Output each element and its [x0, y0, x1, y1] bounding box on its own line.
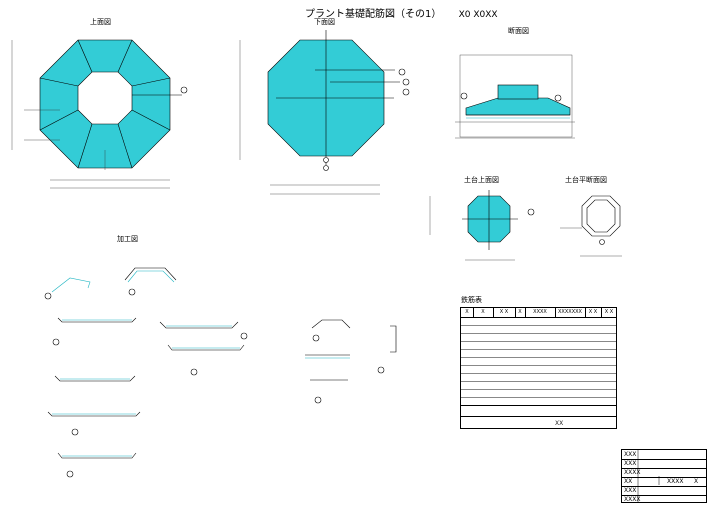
drawing-title: プラント基礎配筋図（その1） X0 X0XX [305, 5, 498, 20]
table-rule [461, 373, 616, 374]
table-rule [461, 317, 616, 318]
top-view [11, 39, 188, 189]
table-rule [461, 365, 616, 366]
table-header: X [461, 308, 474, 317]
titleblock-cell: XXX [624, 487, 637, 494]
table-header: XXXX [525, 308, 556, 317]
table-rule [461, 325, 616, 326]
label-top-view: 上面図 [90, 18, 111, 26]
table-rule [461, 333, 616, 334]
table-header: XXXXXXX [555, 308, 586, 317]
table-rule [461, 389, 616, 390]
titleblock-drawing-number: XXXX [667, 478, 684, 485]
rebar-schedule-table: X X X X X XXXX XXXXXXX X X X X XX [460, 307, 617, 429]
drawing-number: X0 X0XX [458, 10, 498, 20]
section-view [455, 54, 575, 139]
table-header: X [515, 308, 526, 317]
bottom-view [239, 30, 410, 195]
table-header: X X [585, 308, 602, 317]
table-header: X X [604, 309, 614, 315]
label-bottom-view: 下面図 [314, 18, 335, 26]
table-rule [461, 405, 616, 406]
table-rule [461, 397, 616, 398]
titleblock-cell: XXXX [624, 496, 641, 503]
label-process-view: 加工図 [117, 235, 138, 243]
table-total-label: XX [555, 420, 564, 427]
titleblock-cell: XXX [624, 451, 637, 458]
titleblock-sheet: X [694, 478, 699, 485]
process-views [44, 267, 397, 478]
titleblock-cell: XXXX [624, 469, 641, 476]
label-base-top-view: 土台上面図 [464, 176, 499, 184]
base-top-view [429, 190, 535, 261]
label-base-section-view: 土台平断面図 [565, 176, 607, 184]
title-block: XXX XXX XXXX XX XXXX X XXX XXXX [621, 449, 707, 503]
table-header: X X [493, 308, 516, 317]
titleblock-cell: XX [624, 478, 633, 485]
table-rule [461, 416, 616, 417]
table-header: X [473, 308, 494, 317]
base-section-view [560, 195, 622, 257]
titleblock-cell: XXX [624, 460, 637, 467]
table-rule [461, 341, 616, 342]
label-schedule: 鉄筋表 [461, 296, 482, 304]
drawing-title-text: プラント基礎配筋図（その1） [305, 9, 442, 20]
table-rule [461, 357, 616, 358]
table-rule [461, 381, 616, 382]
table-rule [461, 349, 616, 350]
label-section-view: 断面図 [508, 27, 529, 35]
